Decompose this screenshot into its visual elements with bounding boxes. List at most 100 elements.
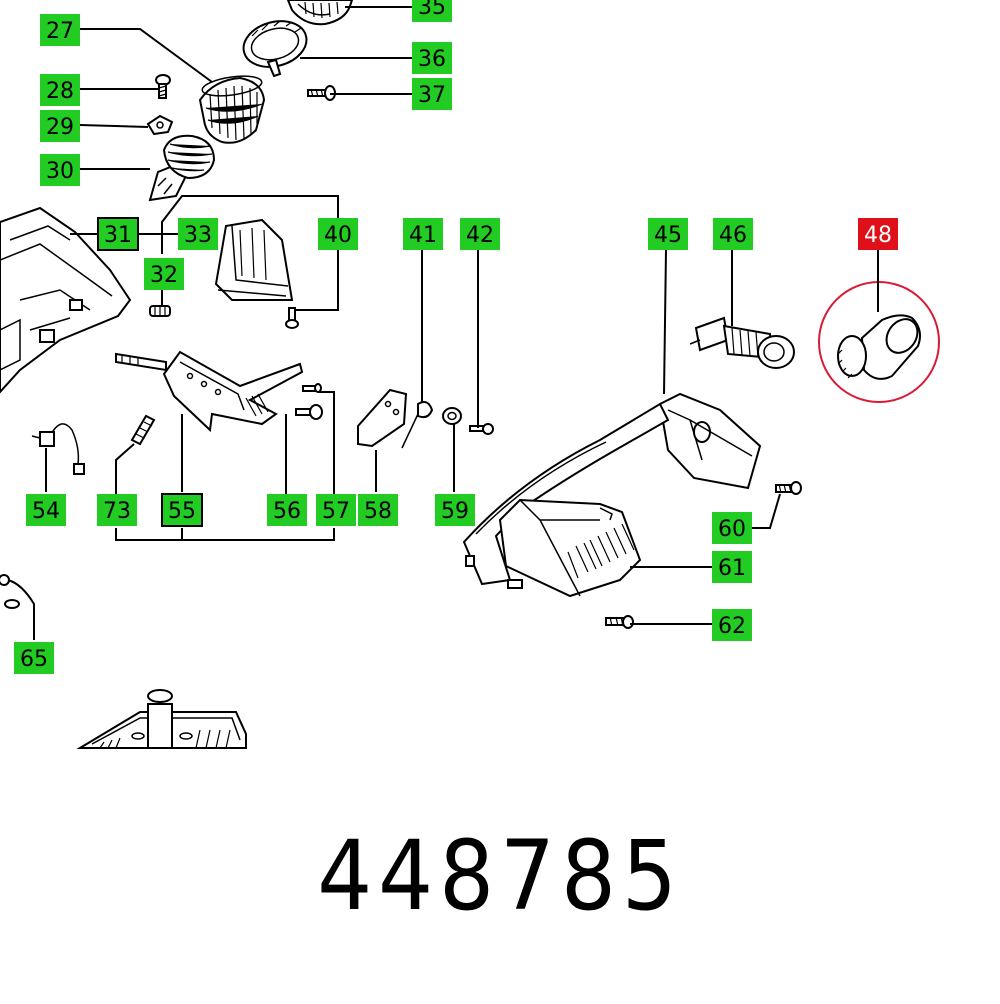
callout-label-text: 32 (150, 263, 178, 288)
callout-label-bg (712, 609, 752, 641)
callout-label-35: 35 (412, 0, 452, 22)
callout-label-bg (40, 74, 80, 106)
part-30-drawing (148, 134, 216, 202)
part-57-drawing (302, 383, 322, 393)
callout-label-text: 55 (168, 499, 196, 524)
callout-label-text: 28 (46, 79, 74, 104)
callout-label-text: 59 (441, 499, 469, 524)
part-56-drawing (295, 404, 323, 420)
callout-label-55: 55 (161, 493, 203, 527)
callout-label-28: 28 (40, 74, 80, 106)
part-28-drawing (155, 74, 171, 99)
callout-label-bg (403, 218, 443, 250)
base-plate-drawing (76, 689, 247, 749)
part-number: 448785 (317, 820, 683, 932)
callout-label-text: 62 (718, 614, 746, 639)
callout-label-62: 62 (712, 609, 752, 641)
callout-label-text: 35 (418, 0, 446, 20)
callout-label-58: 58 (358, 494, 398, 526)
callout-label-text: 54 (32, 499, 60, 524)
callout-label-61: 61 (712, 551, 752, 583)
callout-labels: 35 27 36 28 37 29 30 31 33 40 41 42 45 46 48 32 54 73 55 56… (14, 0, 898, 674)
callout-label-text: 31 (104, 223, 132, 248)
callout-label-text: 45 (654, 223, 682, 248)
callout-label-31: 31 (97, 217, 139, 251)
callout-label-bg (412, 0, 452, 22)
callout-label-bg (267, 494, 307, 526)
part-61-drawing (462, 402, 670, 598)
callout-label-bg (412, 42, 452, 74)
part-32-drawing (149, 305, 171, 317)
callout-label-45: 45 (648, 218, 688, 250)
callout-label-33: 33 (178, 218, 218, 250)
callout-label-42: 42 (460, 218, 500, 250)
callout-label-text: 65 (20, 647, 48, 672)
callout-label-text: 30 (46, 159, 74, 184)
callout-label-46: 46 (713, 218, 753, 250)
callout-label-27: 27 (40, 14, 80, 46)
callout-label-text: 29 (46, 115, 74, 140)
part-42-drawing (469, 423, 494, 435)
callout-label-text: 48 (864, 223, 892, 248)
callout-label-text: 40 (324, 223, 352, 248)
callout-label-57: 57 (316, 494, 356, 526)
part-41-drawing (401, 401, 434, 449)
part-45-drawing (658, 392, 762, 490)
callout-label-59: 59 (435, 494, 475, 526)
callout-label-32: 32 (144, 258, 184, 290)
part-54-drawing (31, 423, 85, 475)
callout-label-54: 54 (26, 494, 66, 526)
callout-label-bg (435, 494, 475, 526)
callout-label-60: 60 (712, 512, 752, 544)
callout-label-text: 33 (184, 223, 212, 248)
part-40-drawing (285, 307, 299, 329)
callout-label-73: 73 (97, 494, 137, 526)
callout-label-text: 41 (409, 223, 437, 248)
callout-label-bg (412, 78, 452, 110)
callout-label-text: 37 (418, 83, 446, 108)
callout-label-text: 36 (418, 47, 446, 72)
callout-label-56: 56 (267, 494, 307, 526)
callout-label-text: 58 (364, 499, 392, 524)
callout-label-37: 37 (412, 78, 452, 110)
callout-label-29: 29 (40, 110, 80, 142)
callout-label-bg (713, 218, 753, 250)
part-55-drawing (115, 350, 304, 433)
leader-lines (7, 6, 879, 640)
part-59-drawing (442, 407, 462, 425)
callout-label-bg (178, 218, 218, 250)
callout-label-bg (858, 218, 898, 250)
callout-label-bg (26, 494, 66, 526)
callout-label-text: 42 (466, 223, 494, 248)
part-36-drawing (242, 20, 308, 78)
part-58-drawing (357, 388, 408, 448)
callout-label-text: 46 (719, 223, 747, 248)
callout-label-bg (97, 217, 139, 251)
callout-label-48: 48 (858, 218, 898, 250)
callout-label-bg (14, 642, 54, 674)
callout-label-bg (648, 218, 688, 250)
callout-label-text: 56 (273, 499, 301, 524)
callout-label-36: 36 (412, 42, 452, 74)
callout-label-65: 65 (14, 642, 54, 674)
part-62-drawing (605, 615, 634, 629)
callout-label-bg (40, 14, 80, 46)
part-73-drawing (130, 414, 156, 446)
callout-label-bg (712, 551, 752, 583)
callout-label-bg (40, 154, 80, 186)
callout-label-41: 41 (403, 218, 443, 250)
callout-label-bg (161, 493, 203, 527)
callout-label-bg (40, 110, 80, 142)
callout-label-30: 30 (40, 154, 80, 186)
callout-label-text: 73 (103, 499, 131, 524)
callout-label-text: 27 (46, 19, 74, 44)
part-46-drawing (689, 316, 795, 369)
callout-label-text: 57 (322, 499, 350, 524)
callout-label-text: 61 (718, 556, 746, 581)
callout-label-bg (97, 494, 137, 526)
callout-label-bg (316, 494, 356, 526)
part-60-drawing (775, 481, 802, 495)
callout-label-text: 60 (718, 517, 746, 542)
callout-label-40: 40 (318, 218, 358, 250)
